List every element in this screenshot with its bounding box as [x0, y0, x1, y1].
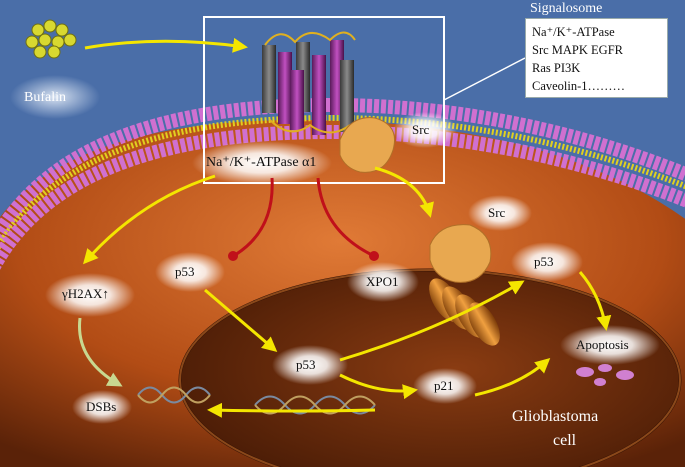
dna-broken — [137, 386, 211, 404]
inhibit-end-xpo1 — [369, 251, 379, 261]
nuclear-pore — [429, 278, 500, 346]
cell-label-line1: Glioblastoma — [512, 408, 599, 425]
nka-alpha1-label: Na⁺/K⁺-ATPase α1 — [206, 155, 317, 170]
na-k-atpase-protein — [262, 31, 356, 135]
p21-label: p21 — [434, 378, 454, 393]
signalosome-item: Na⁺/K⁺-ATPase — [532, 25, 615, 39]
inhibit-end-p53 — [228, 251, 238, 261]
apoptosis-label: Apoptosis — [576, 337, 629, 352]
signalosome-title: Signalosome — [530, 1, 603, 16]
dna-damage-arrow — [78, 317, 123, 387]
p53-left-label: p53 — [175, 264, 195, 279]
apoptotic-bodies — [576, 364, 634, 386]
dsbs-label: DSBs — [86, 399, 117, 414]
inhibition-lines — [234, 177, 373, 257]
signalosome-item: Src MAPK EGFR — [532, 43, 623, 57]
bufalin-label: Bufalin — [24, 90, 66, 105]
signalosome-box: Na⁺/K⁺-ATPase Src MAPK EGFR Ras PI3K Cav… — [525, 18, 668, 98]
bufalin-molecules — [25, 19, 77, 59]
p53-right-label: p53 — [534, 254, 554, 269]
nucleus-rim — [179, 269, 681, 467]
signalosome-item: Caveolin-1……… — [532, 79, 626, 93]
cell-label-line2: cell — [553, 432, 577, 449]
activation-arrows — [83, 37, 612, 418]
xpo1-label: XPO1 — [366, 274, 399, 289]
signalosome-item: Ras PI3K — [532, 61, 581, 75]
src-protein-mid — [429, 224, 492, 283]
gamma-h2ax-label: γH2AX↑ — [62, 286, 109, 301]
src-label-top: Src — [412, 122, 430, 137]
p53-nucleus-label: p53 — [296, 357, 316, 372]
src-protein-top — [339, 117, 395, 173]
src-label-mid: Src — [488, 205, 506, 220]
